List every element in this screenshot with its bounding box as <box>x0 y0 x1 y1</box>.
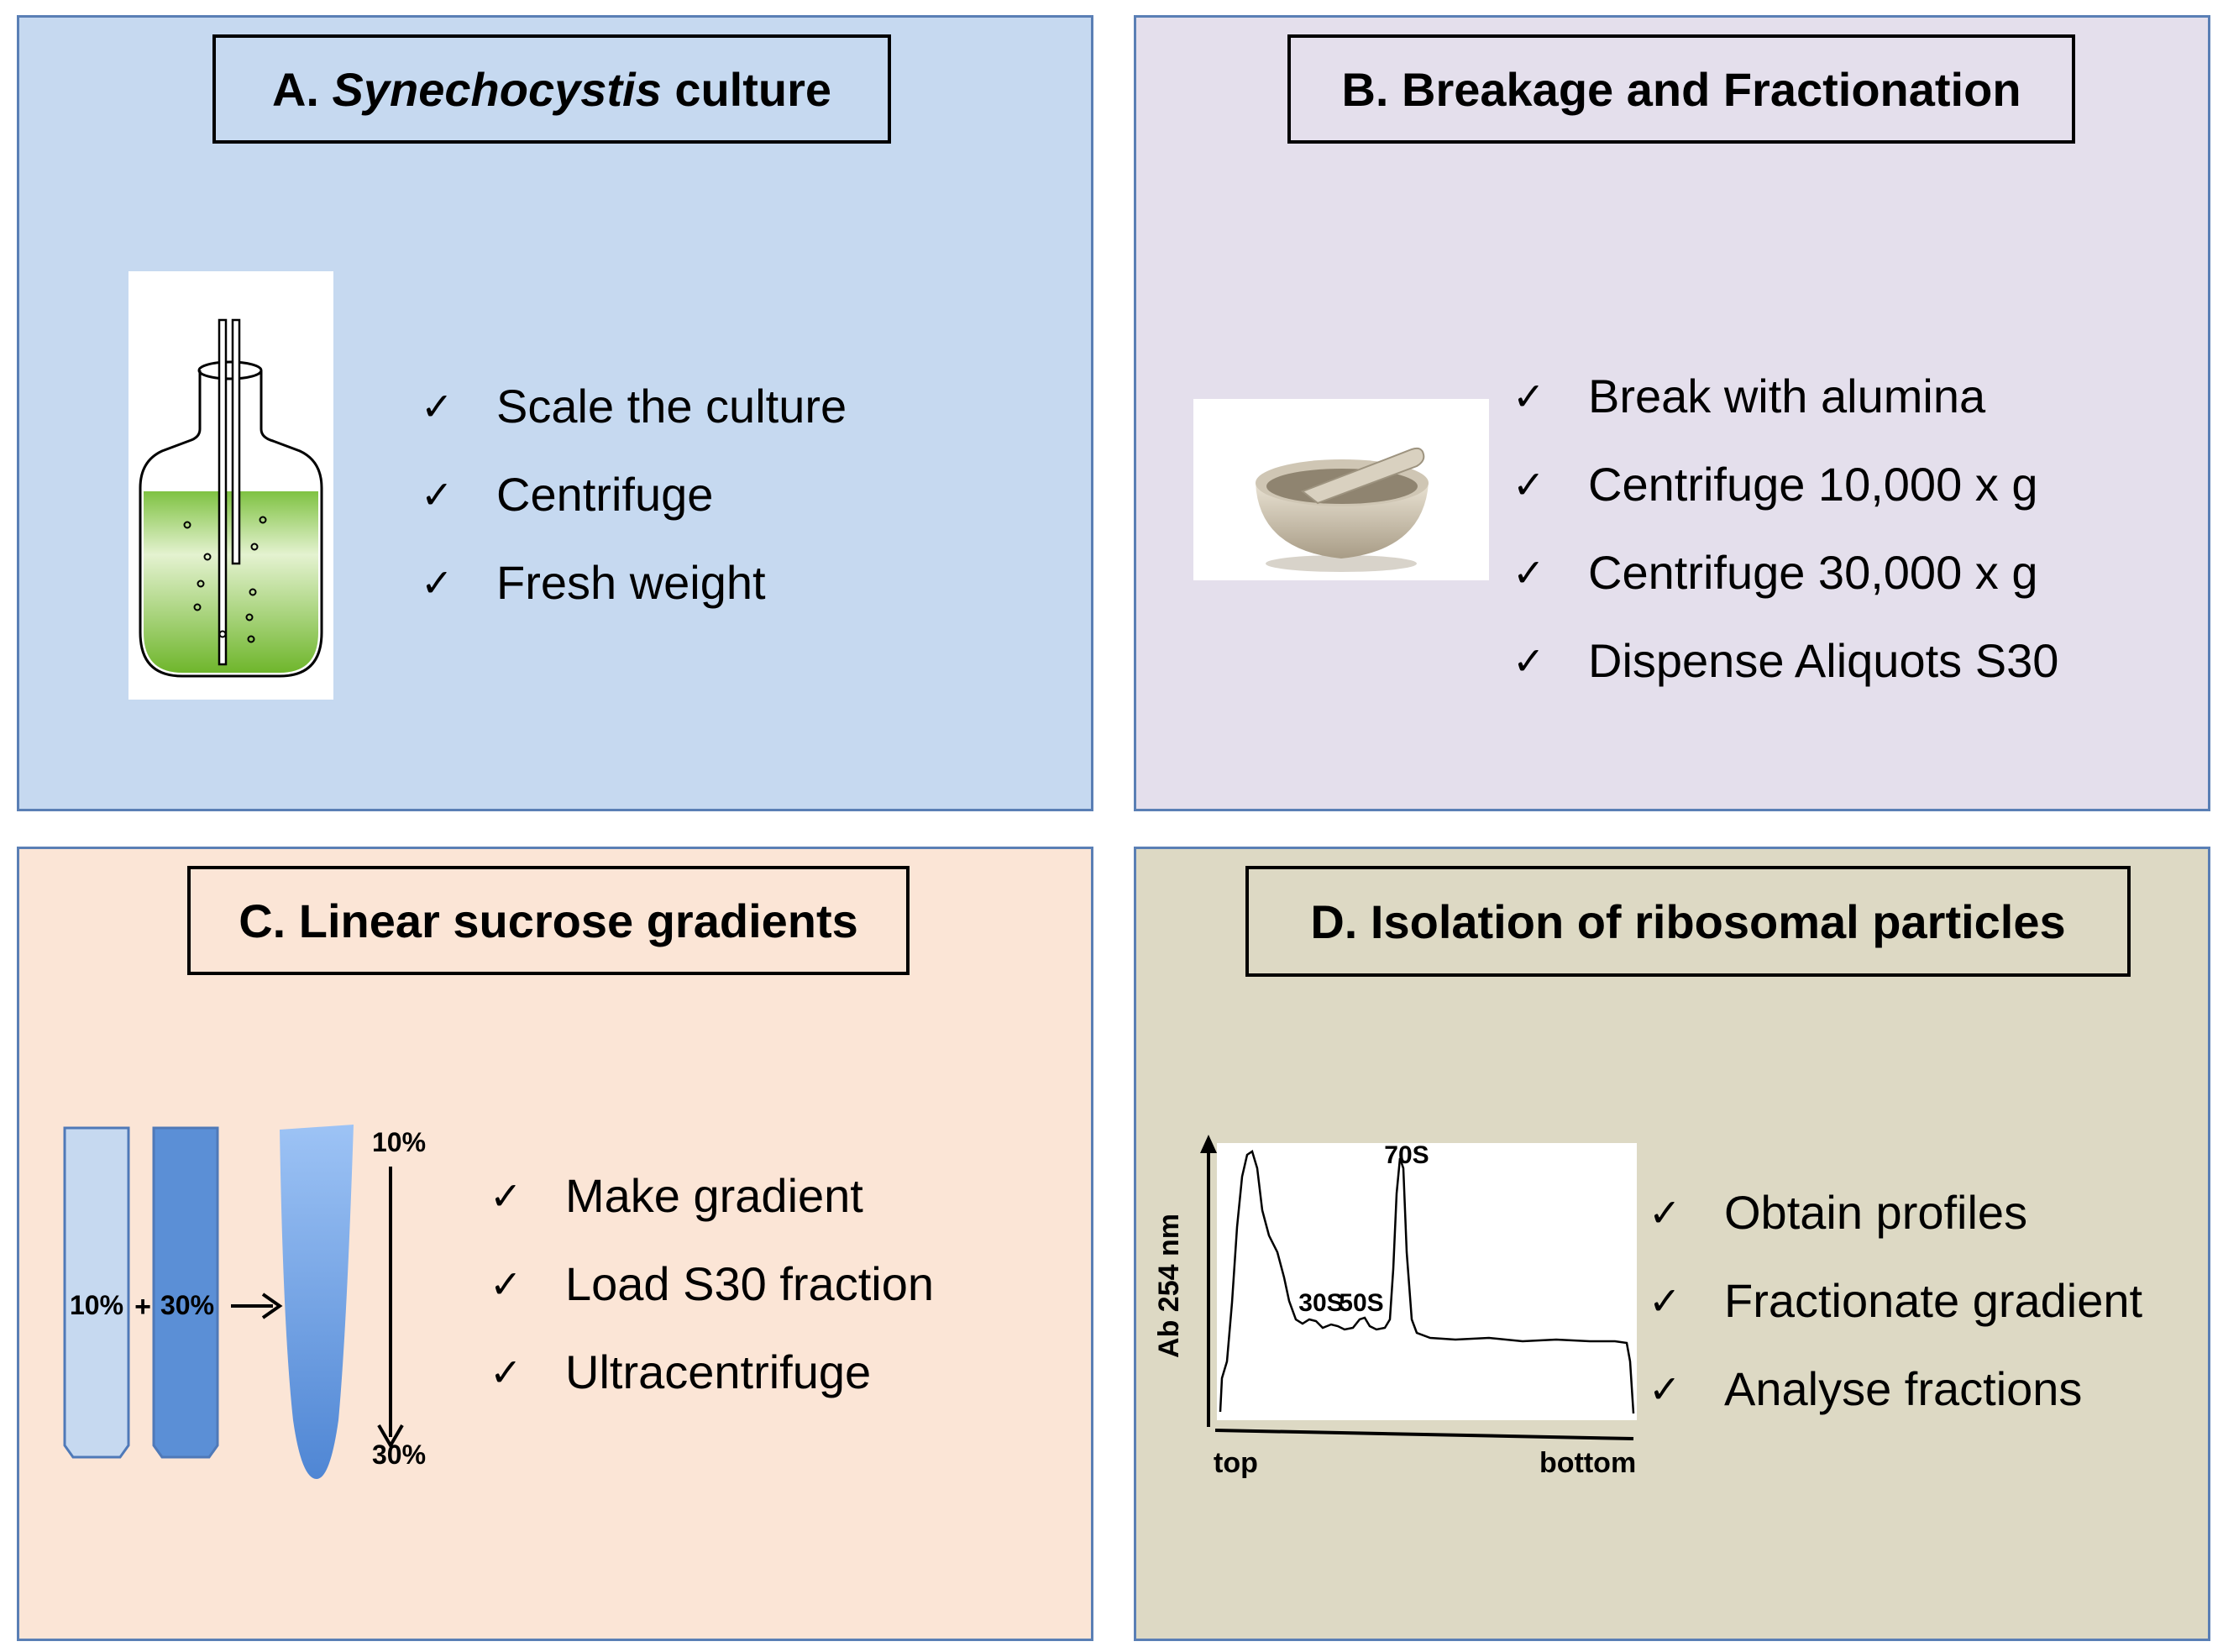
panel-a-checklist: ✓ Scale the culture ✓ Centrifuge ✓ Fresh we… <box>421 362 847 627</box>
panel-c-title: C. Linear sucrose gradients <box>187 866 910 975</box>
list-item: ✓ Make gradient <box>490 1151 934 1240</box>
list-item: ✓ Ultracentrifuge <box>490 1328 934 1416</box>
panel-d-title: D. Isolation of ribosomal particles <box>1245 866 2131 977</box>
check-icon: ✓ <box>421 383 454 429</box>
check-icon: ✓ <box>421 471 454 517</box>
gradient-tubes-icon: 10% + 30% 10% 30% <box>63 1125 426 1479</box>
list-item: ✓ Centrifuge 30,000 x g <box>1513 528 2058 616</box>
x-axis <box>1214 1429 1634 1440</box>
panel-a-title: A. Synechocystis culture <box>212 34 891 144</box>
check-icon: ✓ <box>1513 373 1545 419</box>
list-item-label: Make gradient <box>565 1169 863 1222</box>
list-item-label: Fresh weight <box>496 556 766 609</box>
list-item-label: Ultracentrifuge <box>565 1345 872 1398</box>
list-item-label: Fractionate gradient <box>1724 1274 2143 1327</box>
gradient-top-label: 10% <box>372 1127 426 1157</box>
list-item: ✓ Centrifuge 10,000 x g <box>1513 440 2058 528</box>
list-item: ✓ Fractionate gradient <box>1649 1256 2142 1345</box>
tube-10-percent <box>63 1126 130 1459</box>
tube2-label: 30% <box>160 1290 214 1320</box>
panel-c-checklist: ✓ Make gradient ✓ Load S30 fraction ✓ Ultra… <box>490 1151 934 1416</box>
list-item-label: Centrifuge 10,000 x g <box>1588 458 2038 511</box>
absorbance-profile-icon: Ab 254 nm top bottom 30S 50S 70S <box>1153 1135 1637 1479</box>
check-icon: ✓ <box>1513 637 1545 684</box>
list-item-label: Load S30 fraction <box>565 1257 934 1310</box>
culture-flask-icon <box>128 271 333 700</box>
check-icon: ✓ <box>1649 1277 1681 1324</box>
panel-b-breakage: B. Breakage and Fractionation ✓ Break wit… <box>1134 15 2210 811</box>
list-item: ✓ Scale the culture <box>421 362 847 450</box>
panel-d-checklist: ✓ Obtain profiles ✓ Fractionate gradient ✓… <box>1649 1168 2142 1433</box>
list-item: ✓ Dispense Aliquots S30 <box>1513 616 2058 705</box>
panel-d-isolation: D. Isolation of ribosomal particles Ab 2… <box>1134 847 2210 1641</box>
list-item: ✓ Centrifuge <box>421 450 847 538</box>
check-icon: ✓ <box>1649 1189 1681 1235</box>
list-item: ✓ Load S30 fraction <box>490 1240 934 1328</box>
panel-b-checklist: ✓ Break with alumina ✓ Centrifuge 10,000 x… <box>1513 352 2058 705</box>
check-icon: ✓ <box>1513 461 1545 507</box>
list-item-label: Centrifuge <box>496 468 714 521</box>
plus-sign: + <box>134 1291 151 1323</box>
gradient-tube <box>280 1125 354 1479</box>
tube-30-percent <box>152 1126 219 1459</box>
check-icon: ✓ <box>490 1172 522 1219</box>
profile-plot-area <box>1217 1143 1637 1420</box>
list-item-label: Dispense Aliquots S30 <box>1588 634 2059 687</box>
list-item-label: Analyse fractions <box>1724 1362 2083 1415</box>
peak-label-30s: 30S <box>1298 1289 1343 1317</box>
profile-xlabel-top: top <box>1214 1447 1258 1479</box>
panel-a-culture: A. Synechocystis culture <box>17 15 1093 811</box>
gradient-bottom-label: 30% <box>372 1440 426 1470</box>
panel-c-gradients: C. Linear sucrose gradients 10% + 30% 10… <box>17 847 1093 1641</box>
list-item-label: Scale the culture <box>496 380 847 433</box>
list-item: ✓ Break with alumina <box>1513 352 2058 440</box>
panel-a-title-italic: Synechocystis <box>332 62 662 116</box>
list-item-label: Centrifuge 30,000 x g <box>1588 546 2038 599</box>
check-icon: ✓ <box>1649 1366 1681 1412</box>
peak-label-70s: 70S <box>1384 1141 1429 1169</box>
check-icon: ✓ <box>421 559 454 606</box>
profile-xlabel-bottom: bottom <box>1539 1447 1636 1479</box>
peak-label-50s: 50S <box>1339 1289 1383 1317</box>
list-item-label: Obtain profiles <box>1724 1186 2028 1239</box>
mortar-pestle-icon <box>1193 399 1489 580</box>
check-icon: ✓ <box>490 1261 522 1307</box>
profile-trace <box>1219 1150 1635 1414</box>
list-item: ✓ Fresh weight <box>421 538 847 627</box>
panel-b-title: B. Breakage and Fractionation <box>1287 34 2075 144</box>
check-icon: ✓ <box>490 1349 522 1395</box>
list-item-label: Break with alumina <box>1588 370 1986 422</box>
profile-ylabel: Ab 254 nm <box>1153 1214 1185 1358</box>
tube1-label: 10% <box>70 1290 123 1320</box>
panel-a-title-prefix: A. <box>271 62 319 116</box>
panel-a-title-suffix: culture <box>674 62 832 116</box>
list-item: ✓ Analyse fractions <box>1649 1345 2142 1433</box>
check-icon: ✓ <box>1513 549 1545 595</box>
list-item: ✓ Obtain profiles <box>1649 1168 2142 1256</box>
